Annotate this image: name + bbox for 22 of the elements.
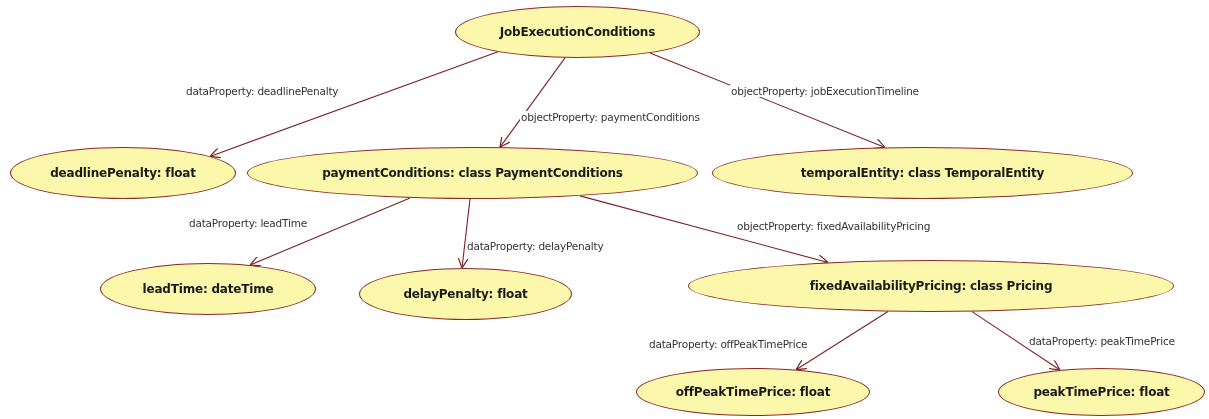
class-ellipse: peakTimePrice: float <box>998 368 1205 416</box>
class-ellipse: leadTime: dateTime <box>100 263 316 315</box>
edge-label: dataProperty: peakTimePrice <box>1028 335 1176 347</box>
class-ellipse: deadlinePenalty: float <box>10 147 236 199</box>
edge-label: dataProperty: leadTime <box>188 217 308 229</box>
class-ellipse: delayPenalty: float <box>359 268 572 320</box>
class-ellipse: offPeakTimePrice: float <box>636 368 870 416</box>
class-ellipse: temporalEntity: class TemporalEntity <box>712 147 1133 199</box>
class-ellipse: paymentConditions: class PaymentConditions <box>247 147 698 199</box>
edge-label: dataProperty: offPeakTimePrice <box>648 338 809 350</box>
arrow <box>499 57 566 148</box>
arrow <box>457 198 471 269</box>
edge-label: objectProperty: fixedAvailabilityPricing <box>736 220 932 232</box>
arrow <box>971 311 1061 371</box>
arrow <box>209 51 499 159</box>
arrow <box>649 52 886 149</box>
edge-label: objectProperty: jobExecutionTimeline <box>730 85 920 97</box>
edge-label: dataProperty: delayPenalty <box>466 240 605 252</box>
class-ellipse: fixedAvailabilityPricing: class Pricing <box>688 260 1174 312</box>
edge-label: dataProperty: deadlinePenalty <box>185 85 340 97</box>
edge-label: objectProperty: paymentConditions <box>520 111 701 123</box>
class-ellipse: JobExecutionConditions <box>455 6 700 58</box>
